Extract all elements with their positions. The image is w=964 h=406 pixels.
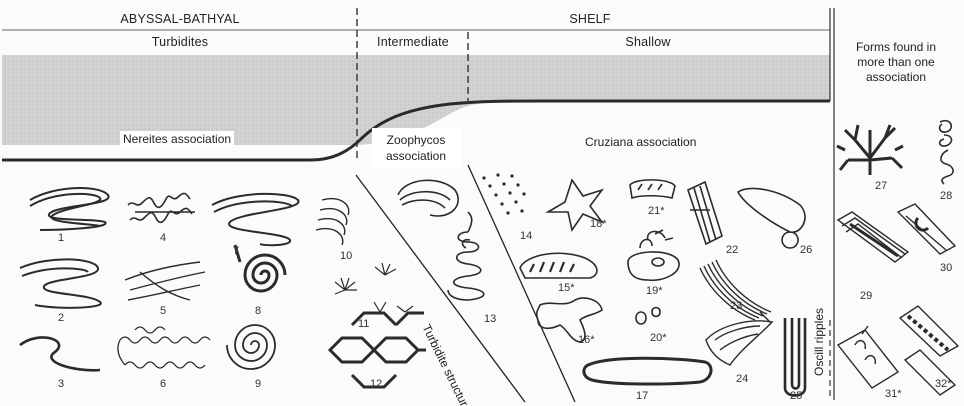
trace-3 xyxy=(20,337,100,370)
trace-17 xyxy=(584,358,711,384)
figure-number-28: 28 xyxy=(940,190,952,202)
figure-number-2: 2 xyxy=(58,312,64,324)
trace-23 xyxy=(700,260,771,322)
trace-12 xyxy=(330,313,426,387)
figure-number-1: 1 xyxy=(58,232,64,244)
figure-number-11: 11 xyxy=(358,318,369,330)
zone-intermediate: Intermediate xyxy=(377,35,449,49)
figure-number-15: 15* xyxy=(558,282,575,294)
figure-number-23: 23 xyxy=(730,300,742,312)
figure-number-25: 25 xyxy=(790,390,802,402)
trace-11 xyxy=(335,263,413,312)
trace-25 xyxy=(785,318,805,396)
figure-number-16: 16* xyxy=(578,334,595,346)
figure-number-9: 9 xyxy=(255,378,261,390)
trace-27 xyxy=(837,125,903,175)
figure-number-4: 4 xyxy=(160,232,166,244)
trace-28 xyxy=(940,121,954,184)
figure-number-18: 18* xyxy=(590,218,607,230)
figure-number-22: 22 xyxy=(726,244,738,256)
multi-assoc-line-2: more than one xyxy=(857,55,934,69)
trace-15 xyxy=(520,253,597,278)
trace-2 xyxy=(20,259,101,307)
trace-21 xyxy=(630,180,675,198)
figure-number-8: 8 xyxy=(255,305,261,317)
figure-number-27: 27 xyxy=(875,180,887,192)
zoophycos-label-line-2: association xyxy=(386,149,446,163)
zoophycos-label-line-1: Zoophycos xyxy=(387,133,446,147)
multi-assoc-line-3: association xyxy=(866,70,926,84)
figure-number-19: 19* xyxy=(646,285,663,297)
figure-number-20: 20* xyxy=(650,332,667,344)
zone-shallow: Shallow xyxy=(625,35,670,49)
multi-assoc-line-1: Forms found in xyxy=(856,40,936,54)
trace-14 xyxy=(482,173,525,214)
figure-number-14: 14 xyxy=(520,230,532,242)
figure-number-6: 6 xyxy=(160,378,166,390)
figure-number-17: 17 xyxy=(636,390,648,402)
multi-association-traces xyxy=(837,121,958,395)
figure-number-3: 3 xyxy=(58,378,64,390)
zoophycos-traces xyxy=(398,180,484,300)
figure-number-32: 32* xyxy=(935,378,952,390)
zone-abyssal-bathyal: ABYSSAL-BATHYAL xyxy=(120,12,239,26)
trace-6 xyxy=(118,327,210,368)
nereites-association-label: Nereites association xyxy=(120,131,234,147)
trace-4 xyxy=(128,193,195,222)
figure-number-12: 12 xyxy=(370,378,382,390)
oscill-ripples-label: Oscill ripples xyxy=(812,308,826,376)
figure-number-31: 31* xyxy=(885,388,902,400)
figure-number-24: 24 xyxy=(736,373,748,385)
figure-number-13: 13 xyxy=(484,313,496,325)
trace-10 xyxy=(316,199,349,245)
figure-number-21: 21* xyxy=(648,205,665,217)
trace-8 xyxy=(235,245,285,291)
zoophycos-fan xyxy=(398,180,458,216)
figure-number-30: 30 xyxy=(940,262,952,274)
cruziana-traces xyxy=(482,173,805,395)
figure-number-7: 7 xyxy=(233,245,239,257)
nereites-traces xyxy=(20,188,426,387)
trace-22 xyxy=(688,182,722,244)
trace-20 xyxy=(636,308,660,325)
trace-13 xyxy=(448,212,484,300)
trace-26 xyxy=(738,188,805,248)
figure-number-29: 29 xyxy=(860,290,872,302)
zone-turbidites: Turbidites xyxy=(152,35,208,49)
trace-19 xyxy=(628,252,679,280)
figure-number-5: 5 xyxy=(160,305,166,317)
trace-24 xyxy=(706,321,772,365)
trace-9 xyxy=(227,325,275,369)
zone-shelf: SHELF xyxy=(569,12,610,26)
trace-5 xyxy=(125,262,205,300)
trace-31 xyxy=(838,326,898,388)
figure-number-10: 10 xyxy=(340,250,352,262)
cruziana-association-label: Cruziana association xyxy=(585,135,696,149)
figure-number-26: 26 xyxy=(800,244,812,256)
